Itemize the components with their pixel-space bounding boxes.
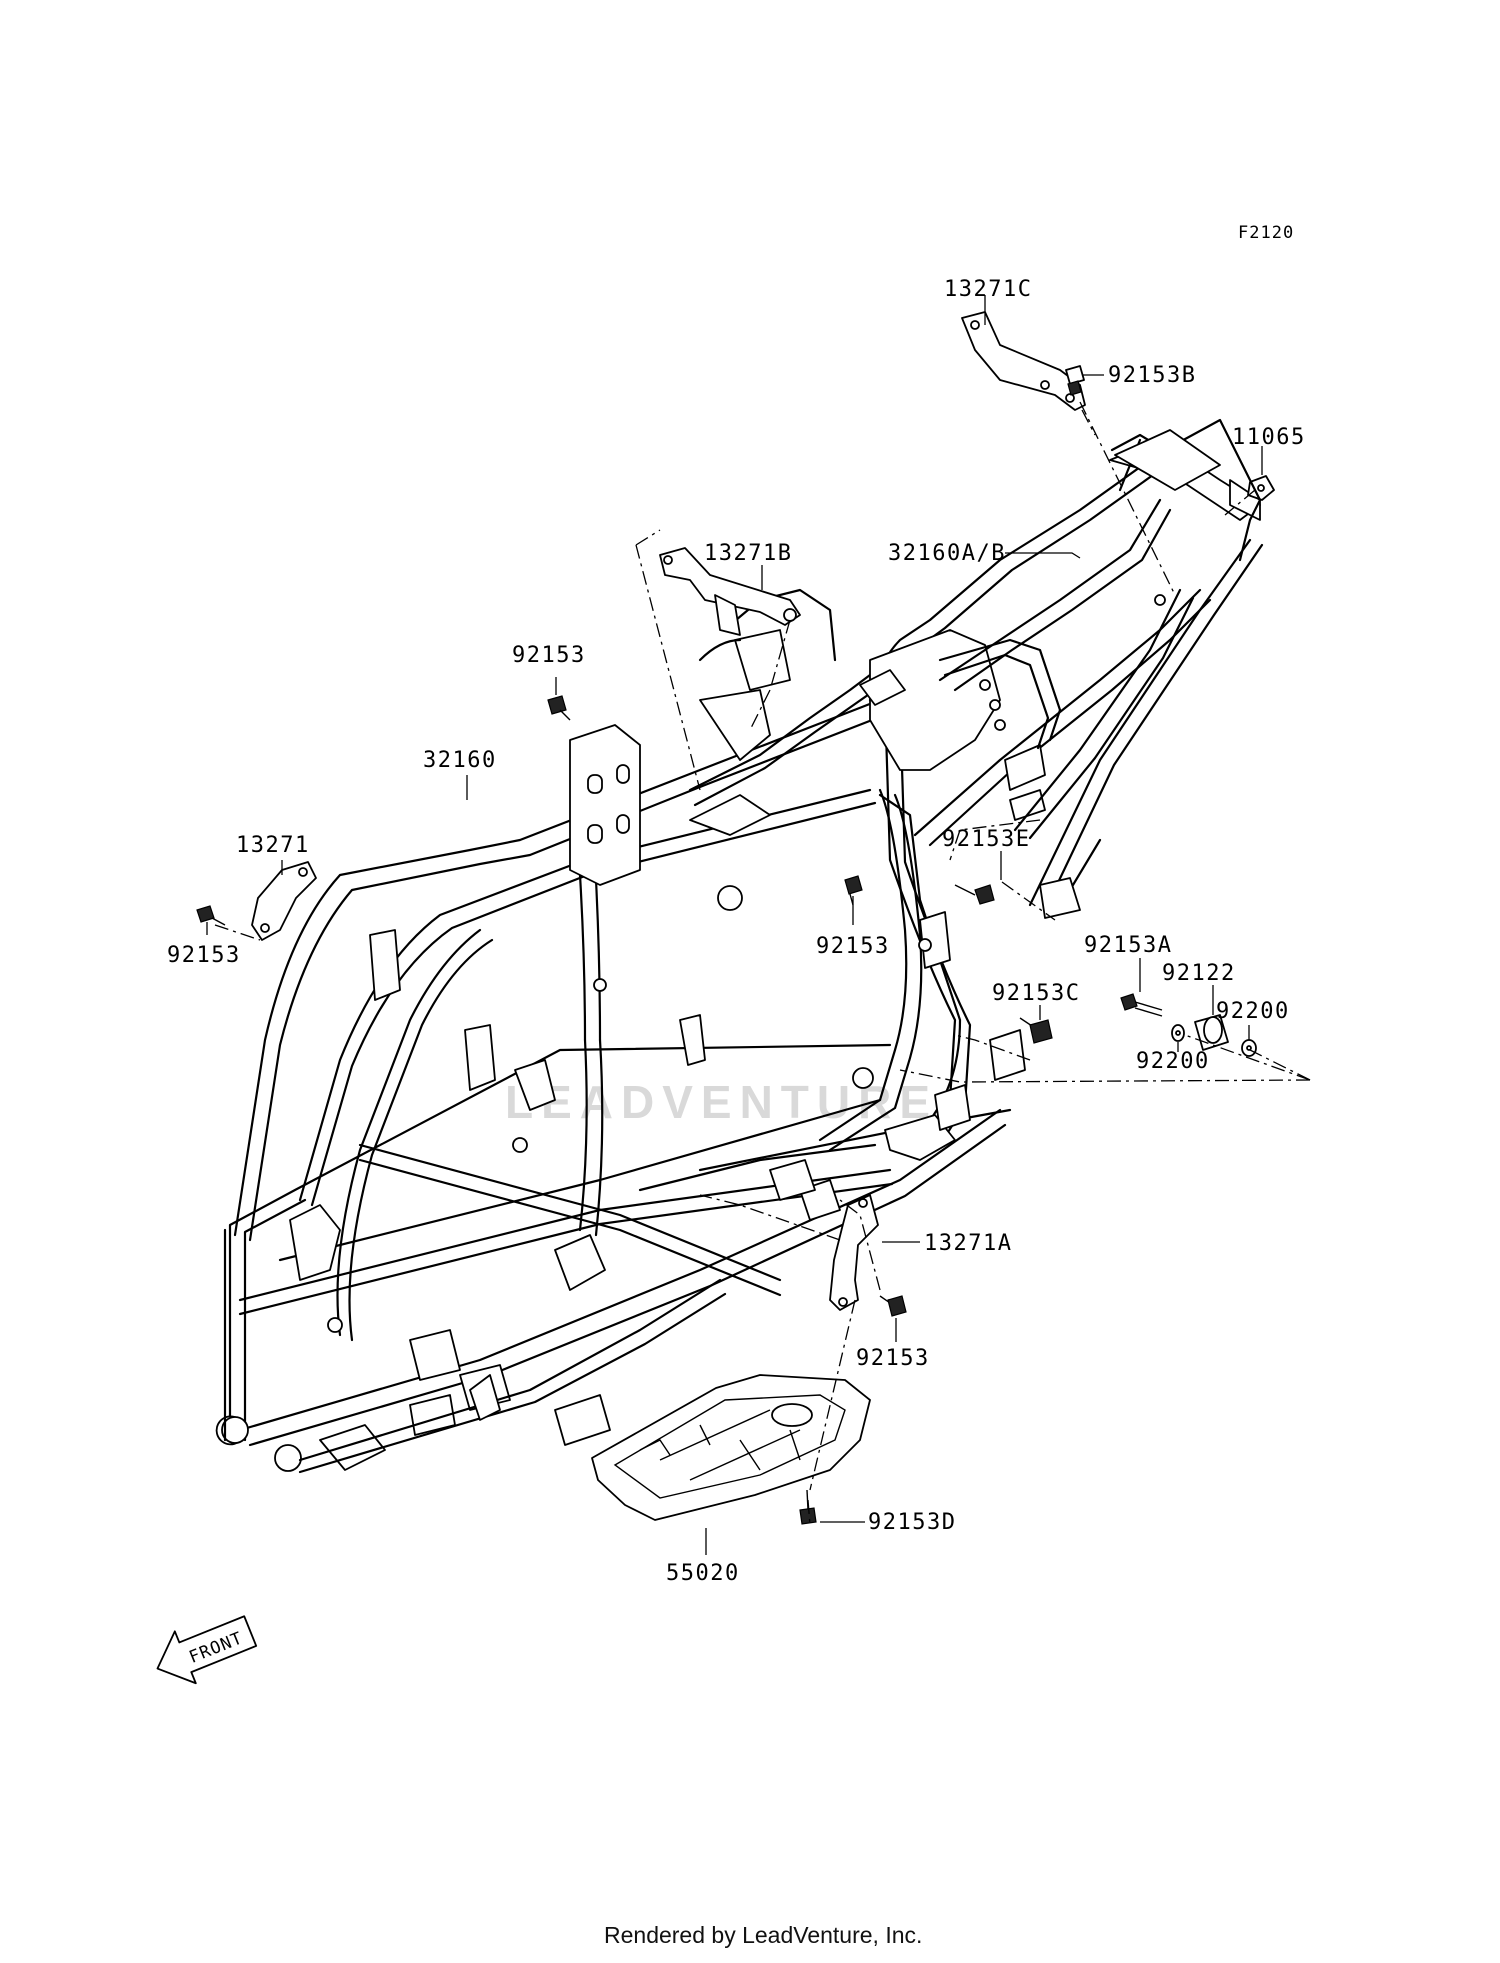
part-55020-skid-plate <box>591 1374 871 1521</box>
part-92153A-bolt <box>1120 993 1163 1017</box>
label-92153B: 92153B <box>1108 363 1196 388</box>
front-direction-arrow: FRONT <box>156 1615 258 1685</box>
label-92200-right: 92200 <box>1216 999 1290 1024</box>
label-92153-mid: 92153 <box>816 934 890 959</box>
label-13271B: 13271B <box>704 541 792 566</box>
label-92200-mid: 92200 <box>1136 1049 1210 1074</box>
label-92153-left: 92153 <box>167 943 241 968</box>
label-92153C: 92153C <box>992 981 1080 1006</box>
part-32160AB-rear-frame <box>938 418 1262 840</box>
label-92153E: 92153E <box>942 827 1030 852</box>
label-11065: 11065 <box>1232 425 1306 450</box>
label-32160: 32160 <box>423 748 497 773</box>
part-13271C-bracket <box>961 311 1086 411</box>
leader-lines <box>206 295 1311 1555</box>
label-92153-low: 92153 <box>856 1346 930 1371</box>
label-92153-top: 92153 <box>512 643 586 668</box>
part-13271-left-bracket <box>251 861 317 941</box>
part-92200-washer-mid <box>1171 1024 1185 1042</box>
part-92153-low-bolt <box>879 1295 907 1317</box>
label-92153A: 92153A <box>1084 933 1172 958</box>
part-92153E-bolt <box>954 884 995 905</box>
part-92153C-bolt <box>1019 1017 1053 1044</box>
footer-credit: Rendered by LeadVenture, Inc. <box>604 1922 922 1948</box>
part-92200-washer-right <box>1241 1039 1257 1057</box>
label-13271: 13271 <box>236 833 310 858</box>
label-13271A: 13271A <box>924 1231 1012 1256</box>
label-32160AB: 32160A/B <box>888 541 1006 566</box>
label-92122: 92122 <box>1162 961 1236 986</box>
part-92153-left-bolt <box>196 905 226 926</box>
label-55020: 55020 <box>666 1561 740 1586</box>
part-92153-top-bolt <box>547 695 571 721</box>
part-11065-nut <box>1247 475 1275 501</box>
label-92153D: 92153D <box>868 1510 956 1535</box>
part-92153B-bolt <box>1065 365 1085 396</box>
part-13271B-bracket <box>659 547 801 636</box>
label-13271C: 13271C <box>944 277 1032 302</box>
part-13271A-bracket <box>829 1194 879 1311</box>
diagram-ref-code: F2120 <box>1238 223 1294 243</box>
part-92153-mid-bolt <box>844 875 863 906</box>
